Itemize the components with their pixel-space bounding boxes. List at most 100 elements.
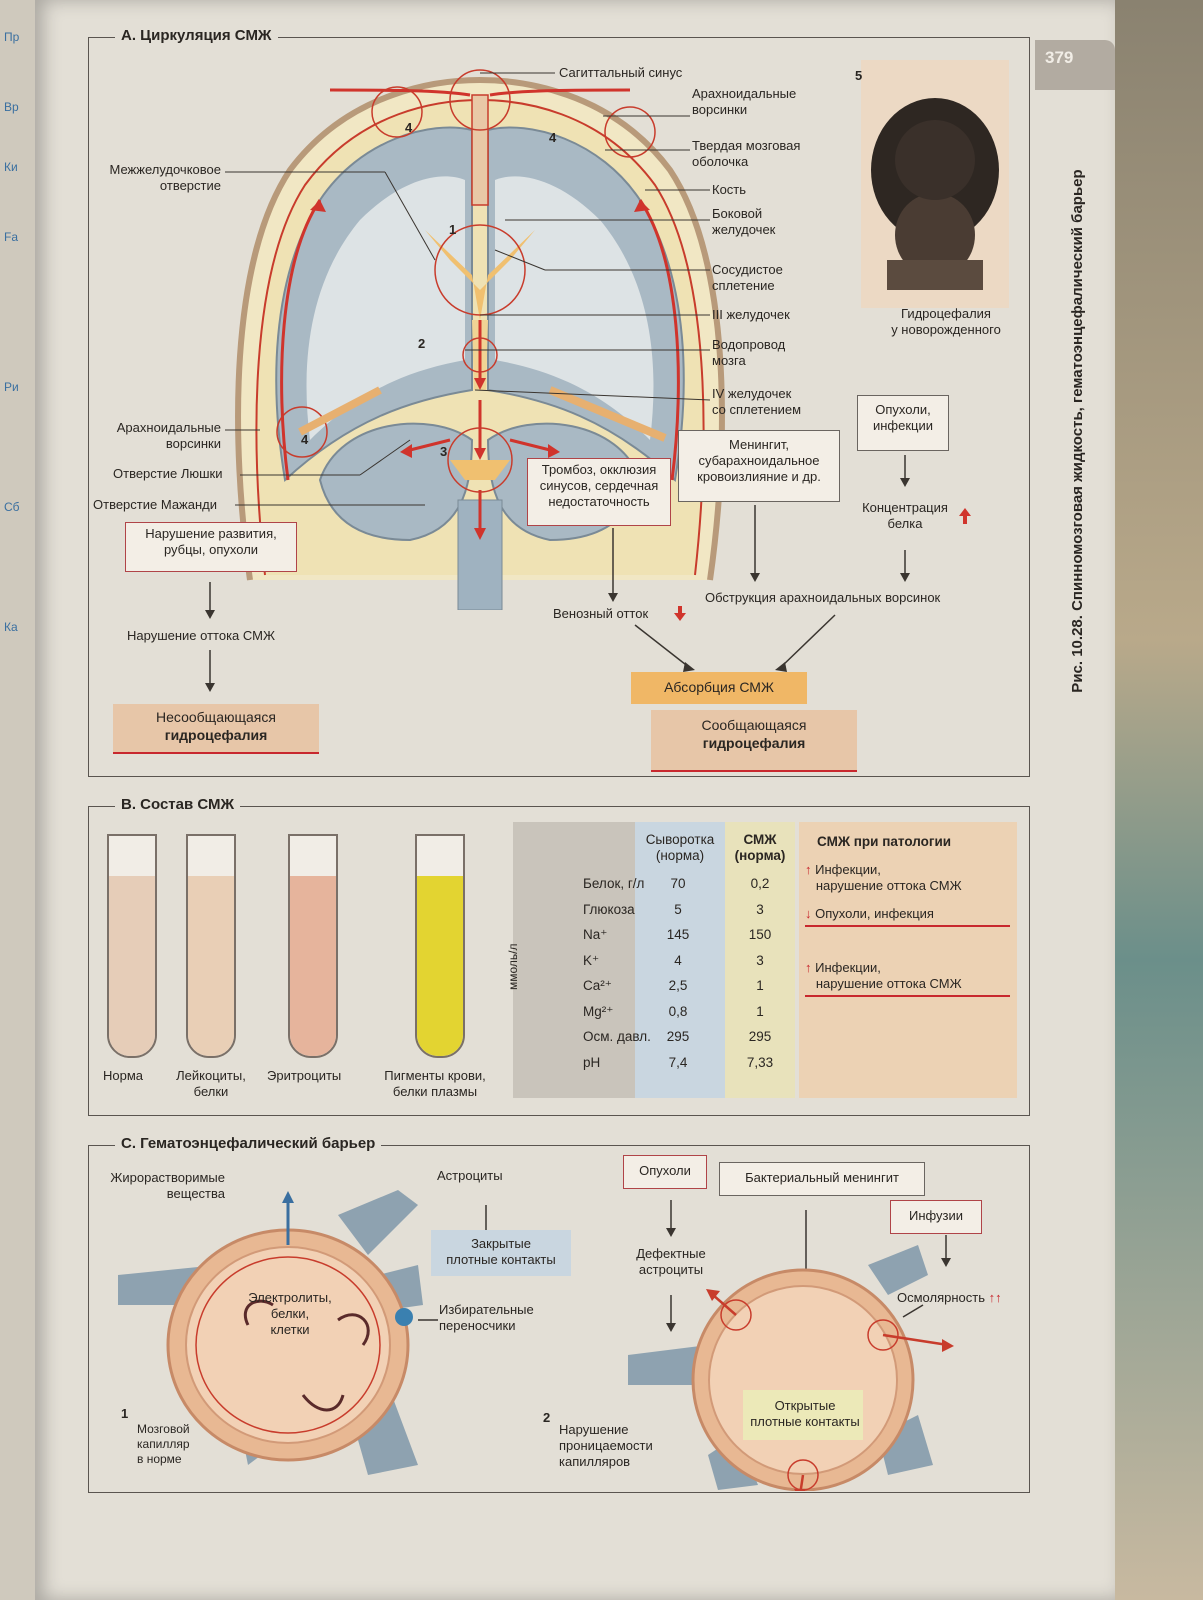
label-fourth-ventricle-1: IV желудочек bbox=[712, 386, 792, 401]
label-sagittal-sinus: Сагиттальный синус bbox=[559, 65, 683, 80]
box-tumors-infections: Опухоли,инфекции bbox=[857, 395, 949, 451]
protein-line-1: Концентрация bbox=[862, 500, 948, 515]
label-arachnoid-villi-top-1: Арахноидальные bbox=[692, 86, 797, 101]
baby-head-silhouette bbox=[871, 98, 999, 290]
th-csf-1: СМЖ bbox=[743, 832, 777, 847]
brain-section-diagram bbox=[235, 69, 725, 610]
box-developmental-disorders: Нарушение развития,рубцы, опухоли bbox=[125, 522, 297, 572]
tight-2: плотные контакты bbox=[446, 1252, 556, 1267]
arrow-up-icon: ↑ bbox=[805, 862, 812, 877]
unit-label: ммоль/л bbox=[506, 943, 520, 991]
tube-label-pigments: Пигменты крови,белки плазмы bbox=[367, 1068, 503, 1100]
label-osmolarity: Осмолярность ↑↑ bbox=[897, 1290, 1002, 1306]
th-csf-2: (норма) bbox=[734, 848, 786, 863]
diagram-number-5: 5 bbox=[855, 68, 863, 83]
label-interventricular-1: Межжелудочковое bbox=[109, 162, 222, 177]
label-choroid-plexus-1: Сосудистое bbox=[712, 262, 783, 277]
table-bg-csf bbox=[725, 822, 795, 1098]
label-aqueduct-2: мозга bbox=[712, 353, 746, 368]
box-infusions: Инфузии bbox=[890, 1200, 982, 1234]
diagram-number-4b: 4 bbox=[549, 130, 557, 145]
table-cell-name: Mg²⁺ bbox=[583, 1004, 614, 1019]
capillary-3: в норме bbox=[137, 1452, 182, 1466]
tight-1: Закрытые bbox=[471, 1236, 531, 1251]
capillary-1: Мозговой bbox=[137, 1422, 190, 1436]
arrow-down-icon: ↓ bbox=[805, 906, 812, 921]
test-tube-erythrocytes bbox=[288, 834, 338, 1058]
table-cell-csf: 150 bbox=[748, 927, 772, 942]
th-pathology: СМЖ при патологии bbox=[817, 834, 952, 849]
result-communicating-hydrocephalus: Сообщающаяся гидроцефалия bbox=[651, 710, 857, 772]
label-outflow-disorder: Нарушение оттока СМЖ bbox=[127, 628, 275, 643]
diagram-number-4c: 4 bbox=[301, 432, 309, 447]
table-cell-csf: 1 bbox=[756, 1004, 764, 1019]
table-cell-serum: 2,5 bbox=[668, 978, 688, 993]
th-serum: Сыворотка(норма) bbox=[635, 832, 725, 864]
meningitis-line-2: субарахноидальное bbox=[698, 453, 820, 468]
panel-csf-circulation bbox=[88, 37, 1030, 777]
photo-caption-2: у новорожденного bbox=[891, 322, 1001, 337]
diagram-number-1: 1 bbox=[449, 222, 457, 237]
tube-label-erythrocytes: Эритроциты bbox=[267, 1068, 342, 1083]
pathology-note-3b: нарушение оттока СМЖ bbox=[815, 976, 962, 991]
box-csf-absorption: Абсорбция СМЖ bbox=[631, 672, 807, 704]
table-cell-csf: 295 bbox=[748, 1029, 772, 1044]
table-cell-csf: 3 bbox=[756, 902, 764, 917]
defect-2: астроциты bbox=[638, 1262, 704, 1277]
label-arachnoid-villi-top-2: ворсинки bbox=[692, 102, 748, 117]
tube-label-leukocytes-2: белки bbox=[193, 1084, 229, 1099]
test-tube-normal bbox=[107, 834, 157, 1058]
panel-b-title: B. Состав СМЖ bbox=[115, 796, 241, 813]
label-choroid-plexus-2: сплетение bbox=[712, 278, 775, 293]
table-cell-serum: 5 bbox=[674, 902, 682, 917]
thrombosis-line-3: недостаточность bbox=[548, 494, 650, 509]
number-2: 2 bbox=[543, 1410, 551, 1425]
bbb-diagram bbox=[118, 1190, 954, 1491]
carriers-1: Избирательные bbox=[439, 1302, 534, 1317]
panel-a-title: А. Циркуляция СМЖ bbox=[115, 27, 278, 44]
label-aqueduct-1: Водопровод bbox=[712, 337, 786, 352]
electrolytes-3: клетки bbox=[270, 1322, 310, 1337]
table-cell-name: Осм. давл. bbox=[583, 1029, 651, 1044]
table-cell-name: K⁺ bbox=[583, 953, 600, 968]
diagram-number-4a: 4 bbox=[405, 120, 413, 135]
absorption-text: Абсорбция СМЖ bbox=[664, 679, 774, 695]
table-cell-csf: 0,2 bbox=[750, 876, 770, 891]
label-venous-outflow: Венозный отток bbox=[553, 606, 649, 621]
comm-line-2: гидроцефалия bbox=[702, 735, 806, 751]
panel-blood-brain-barrier bbox=[88, 1145, 1030, 1493]
capillary-2: капилляр bbox=[137, 1437, 190, 1451]
page-number-tab bbox=[1035, 40, 1115, 90]
comm-line-1: Сообщающаяся bbox=[701, 717, 807, 733]
table-cell-csf: 1 bbox=[756, 978, 764, 993]
tumors-line-2: инфекции bbox=[872, 418, 934, 433]
tube-label-normal: Норма bbox=[103, 1068, 144, 1083]
pathology-note-2-text: Опухоли, инфекция bbox=[815, 906, 934, 921]
table-cell-serum: 70 bbox=[670, 876, 686, 891]
panel-c-title: C. Гематоэнцефалический барьер bbox=[115, 1135, 382, 1152]
table-cell-serum: 295 bbox=[666, 1029, 690, 1044]
test-tube-pigments bbox=[415, 834, 465, 1058]
label-electrolytes: Электролиты,белки,клетки bbox=[245, 1290, 335, 1338]
table-cell-name: Ca²⁺ bbox=[583, 978, 612, 993]
th-serum-1: Сыворотка bbox=[645, 832, 715, 847]
lipid-1: Жирорастворимые bbox=[110, 1170, 225, 1185]
tube-label-leukocytes: Лейкоциты,белки bbox=[161, 1068, 261, 1100]
meningitis-line-1: Менингит, bbox=[729, 437, 789, 452]
table-bg-pathology bbox=[799, 822, 1017, 1098]
diagram-number-2: 2 bbox=[418, 336, 426, 351]
box-tumors: Опухоли bbox=[623, 1155, 707, 1189]
table-cell-csf: 3 bbox=[756, 953, 764, 968]
